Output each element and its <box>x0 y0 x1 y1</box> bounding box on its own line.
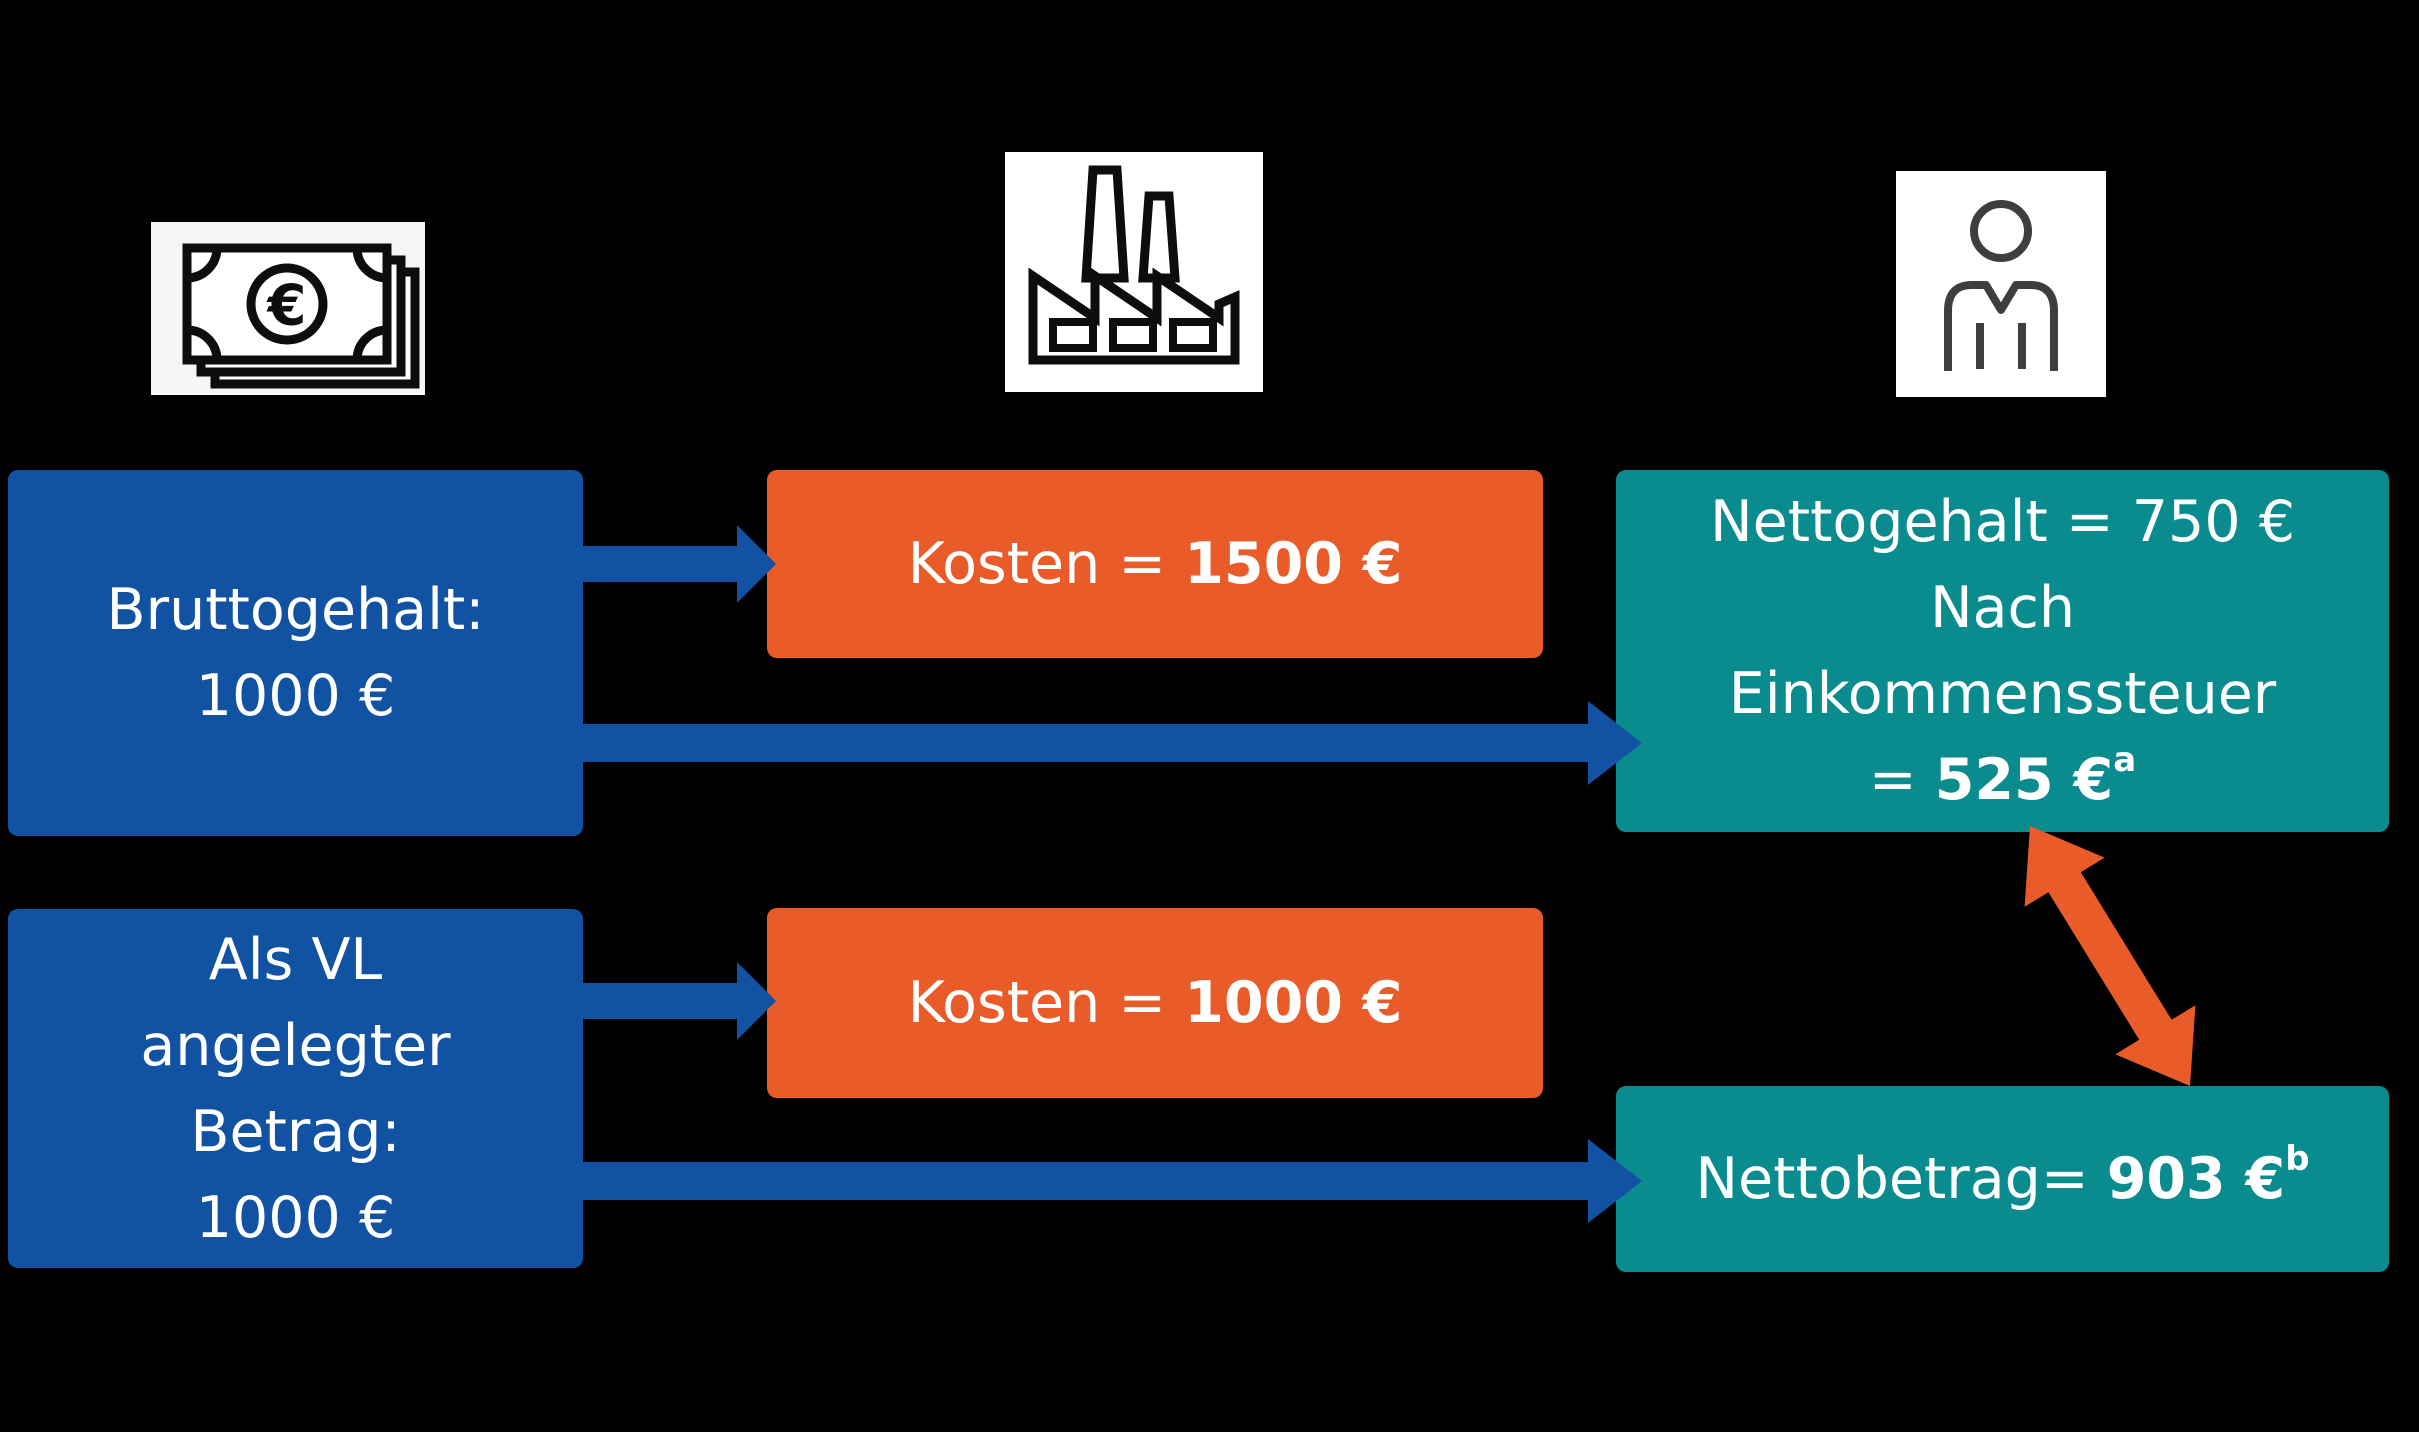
person-glyph <box>1944 200 2058 371</box>
net-after-tax-label: = <box>1868 747 1935 813</box>
gross-salary-label: Bruttogehalt: <box>106 577 485 643</box>
net-amount-box: Nettobetrag= 903 €b <box>1616 1086 2389 1272</box>
double-arrow-net-comparison <box>2024 826 2196 1086</box>
net-amount-text: Nettobetrag= 903 €b <box>1695 1136 2309 1222</box>
cost-1-text: Kosten = 1500 € <box>908 521 1403 607</box>
net-salary-box: Nettogehalt = 750 € Nach Einkommenssteue… <box>1616 470 2389 832</box>
factory-glyph <box>1028 165 1240 365</box>
cost-1-label: Kosten = <box>907 531 1185 597</box>
vl-line3: Betrag: <box>190 1098 401 1165</box>
vl-amount-box: Als VL angelegter Betrag: 1000 € <box>8 909 583 1268</box>
vl-line1: Als VL <box>208 926 383 993</box>
net-salary-line3: Einkommenssteuer <box>1728 661 2277 727</box>
cost-box-2: Kosten = 1000 € <box>767 908 1543 1098</box>
gross-salary-amount: 1000 € <box>195 663 396 729</box>
euro-banknotes-icon: € <box>151 222 425 395</box>
cost-2-value: 1000 € <box>1184 970 1403 1036</box>
cost-2-text: Kosten = 1000 € <box>908 960 1403 1046</box>
net-salary-line2: Nach <box>1929 575 2076 641</box>
net-amount-label: Nettobetrag= <box>1695 1146 2107 1212</box>
cost-2-label: Kosten = <box>907 970 1185 1036</box>
cost-box-1: Kosten = 1500 € <box>767 470 1543 658</box>
arrow-gross-to-net <box>583 701 1642 785</box>
net-salary-line1: Nettogehalt = 750 € <box>1710 489 2295 555</box>
footnote-ref-b: b <box>2285 1139 2310 1179</box>
euro-banknotes-glyph: € <box>182 243 420 389</box>
arrow-vl-to-cost <box>583 962 776 1040</box>
net-salary-line4: = 525 €a <box>1869 737 2136 823</box>
vl-line2: angelegter <box>140 1012 451 1079</box>
factory-icon <box>1005 152 1263 392</box>
net-after-tax-value: 525 € <box>1934 747 2114 813</box>
arrow-vl-to-net <box>583 1139 1642 1223</box>
person-icon <box>1896 171 2106 397</box>
cost-1-value: 1500 € <box>1184 531 1403 597</box>
euro-symbol: € <box>266 274 307 339</box>
net-amount-value: 903 € <box>2106 1146 2286 1212</box>
arrow-gross-to-cost <box>583 525 776 603</box>
footnote-ref-a: a <box>2113 740 2137 780</box>
gross-salary-box: Bruttogehalt: 1000 € <box>8 470 583 836</box>
vl-line4: 1000 € <box>195 1184 396 1251</box>
